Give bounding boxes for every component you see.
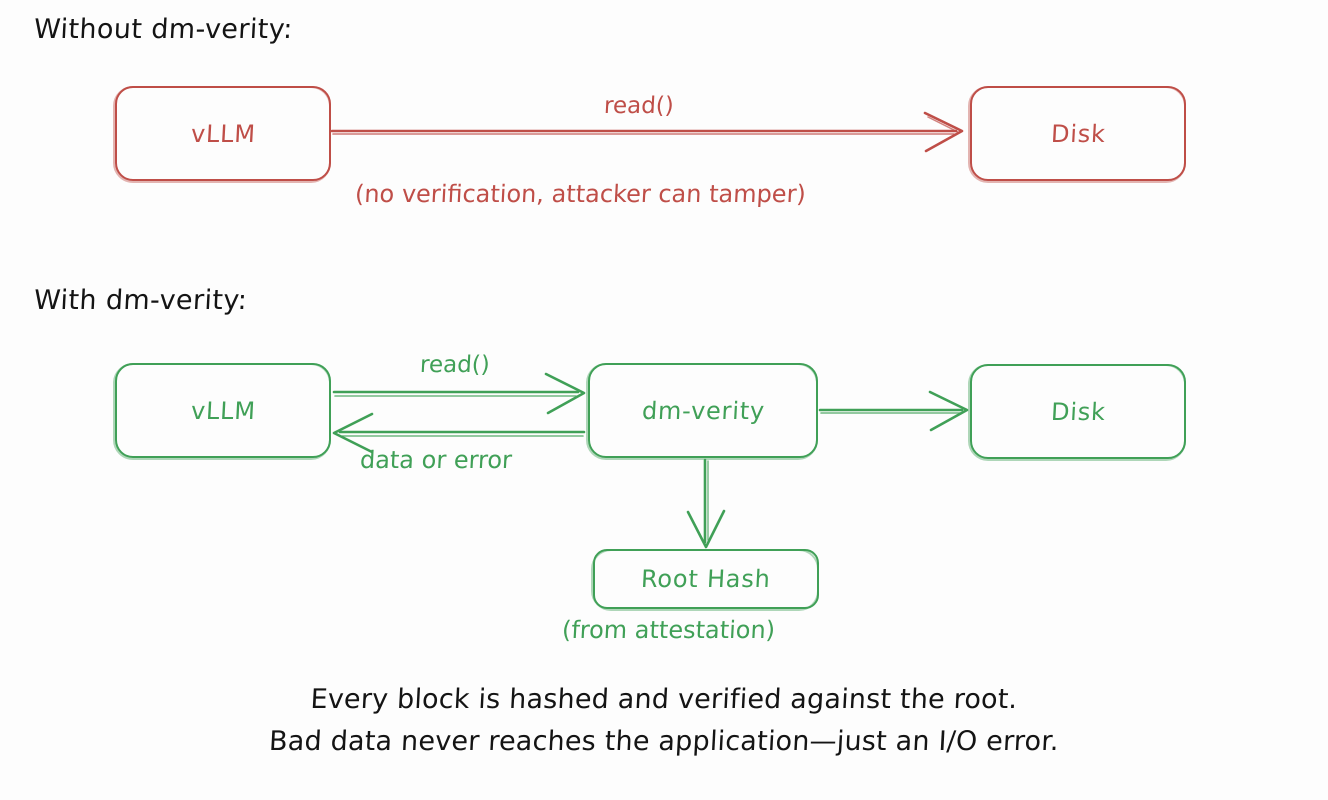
node-dmverity-label: dm-verity: [640, 396, 766, 425]
arrow-dmverity-to-roothash: [686, 458, 726, 549]
section-title-with: With dm-verity:: [33, 285, 249, 316]
node-dmverity[interactable]: dm-verity: [586, 363, 818, 460]
node-vllm-with[interactable]: vLLM: [113, 363, 331, 460]
section-title-without: Without dm-verity:: [33, 14, 294, 45]
node-disk-with[interactable]: Disk: [968, 364, 1186, 461]
edge-label-from-attestation: (from attestation): [561, 616, 776, 644]
caption-line-1: Every block is hashed and verified again…: [309, 684, 1019, 715]
arrow-read-with: [332, 372, 586, 415]
edge-label-read-without: read(): [603, 93, 675, 119]
edge-label-data-or-error: data or error: [359, 446, 513, 474]
caption-line-2: Bad data never reaches the application—j…: [268, 726, 1060, 757]
arrow-dmverity-to-disk: [818, 390, 969, 432]
edge-label-no-verification: (no verification, attacker can tamper): [354, 180, 807, 208]
node-root-hash[interactable]: Root Hash: [591, 549, 819, 611]
node-root-hash-label: Root Hash: [640, 565, 772, 593]
node-disk-without-label: Disk: [1049, 119, 1107, 148]
node-vllm-with-label: vLLM: [189, 396, 257, 425]
node-disk-with-label: Disk: [1049, 397, 1107, 426]
node-disk-without[interactable]: Disk: [968, 86, 1186, 183]
edge-label-read-with: read(): [419, 352, 491, 378]
node-vllm-without-label: vLLM: [189, 119, 257, 148]
node-vllm-without[interactable]: vLLM: [113, 86, 331, 183]
